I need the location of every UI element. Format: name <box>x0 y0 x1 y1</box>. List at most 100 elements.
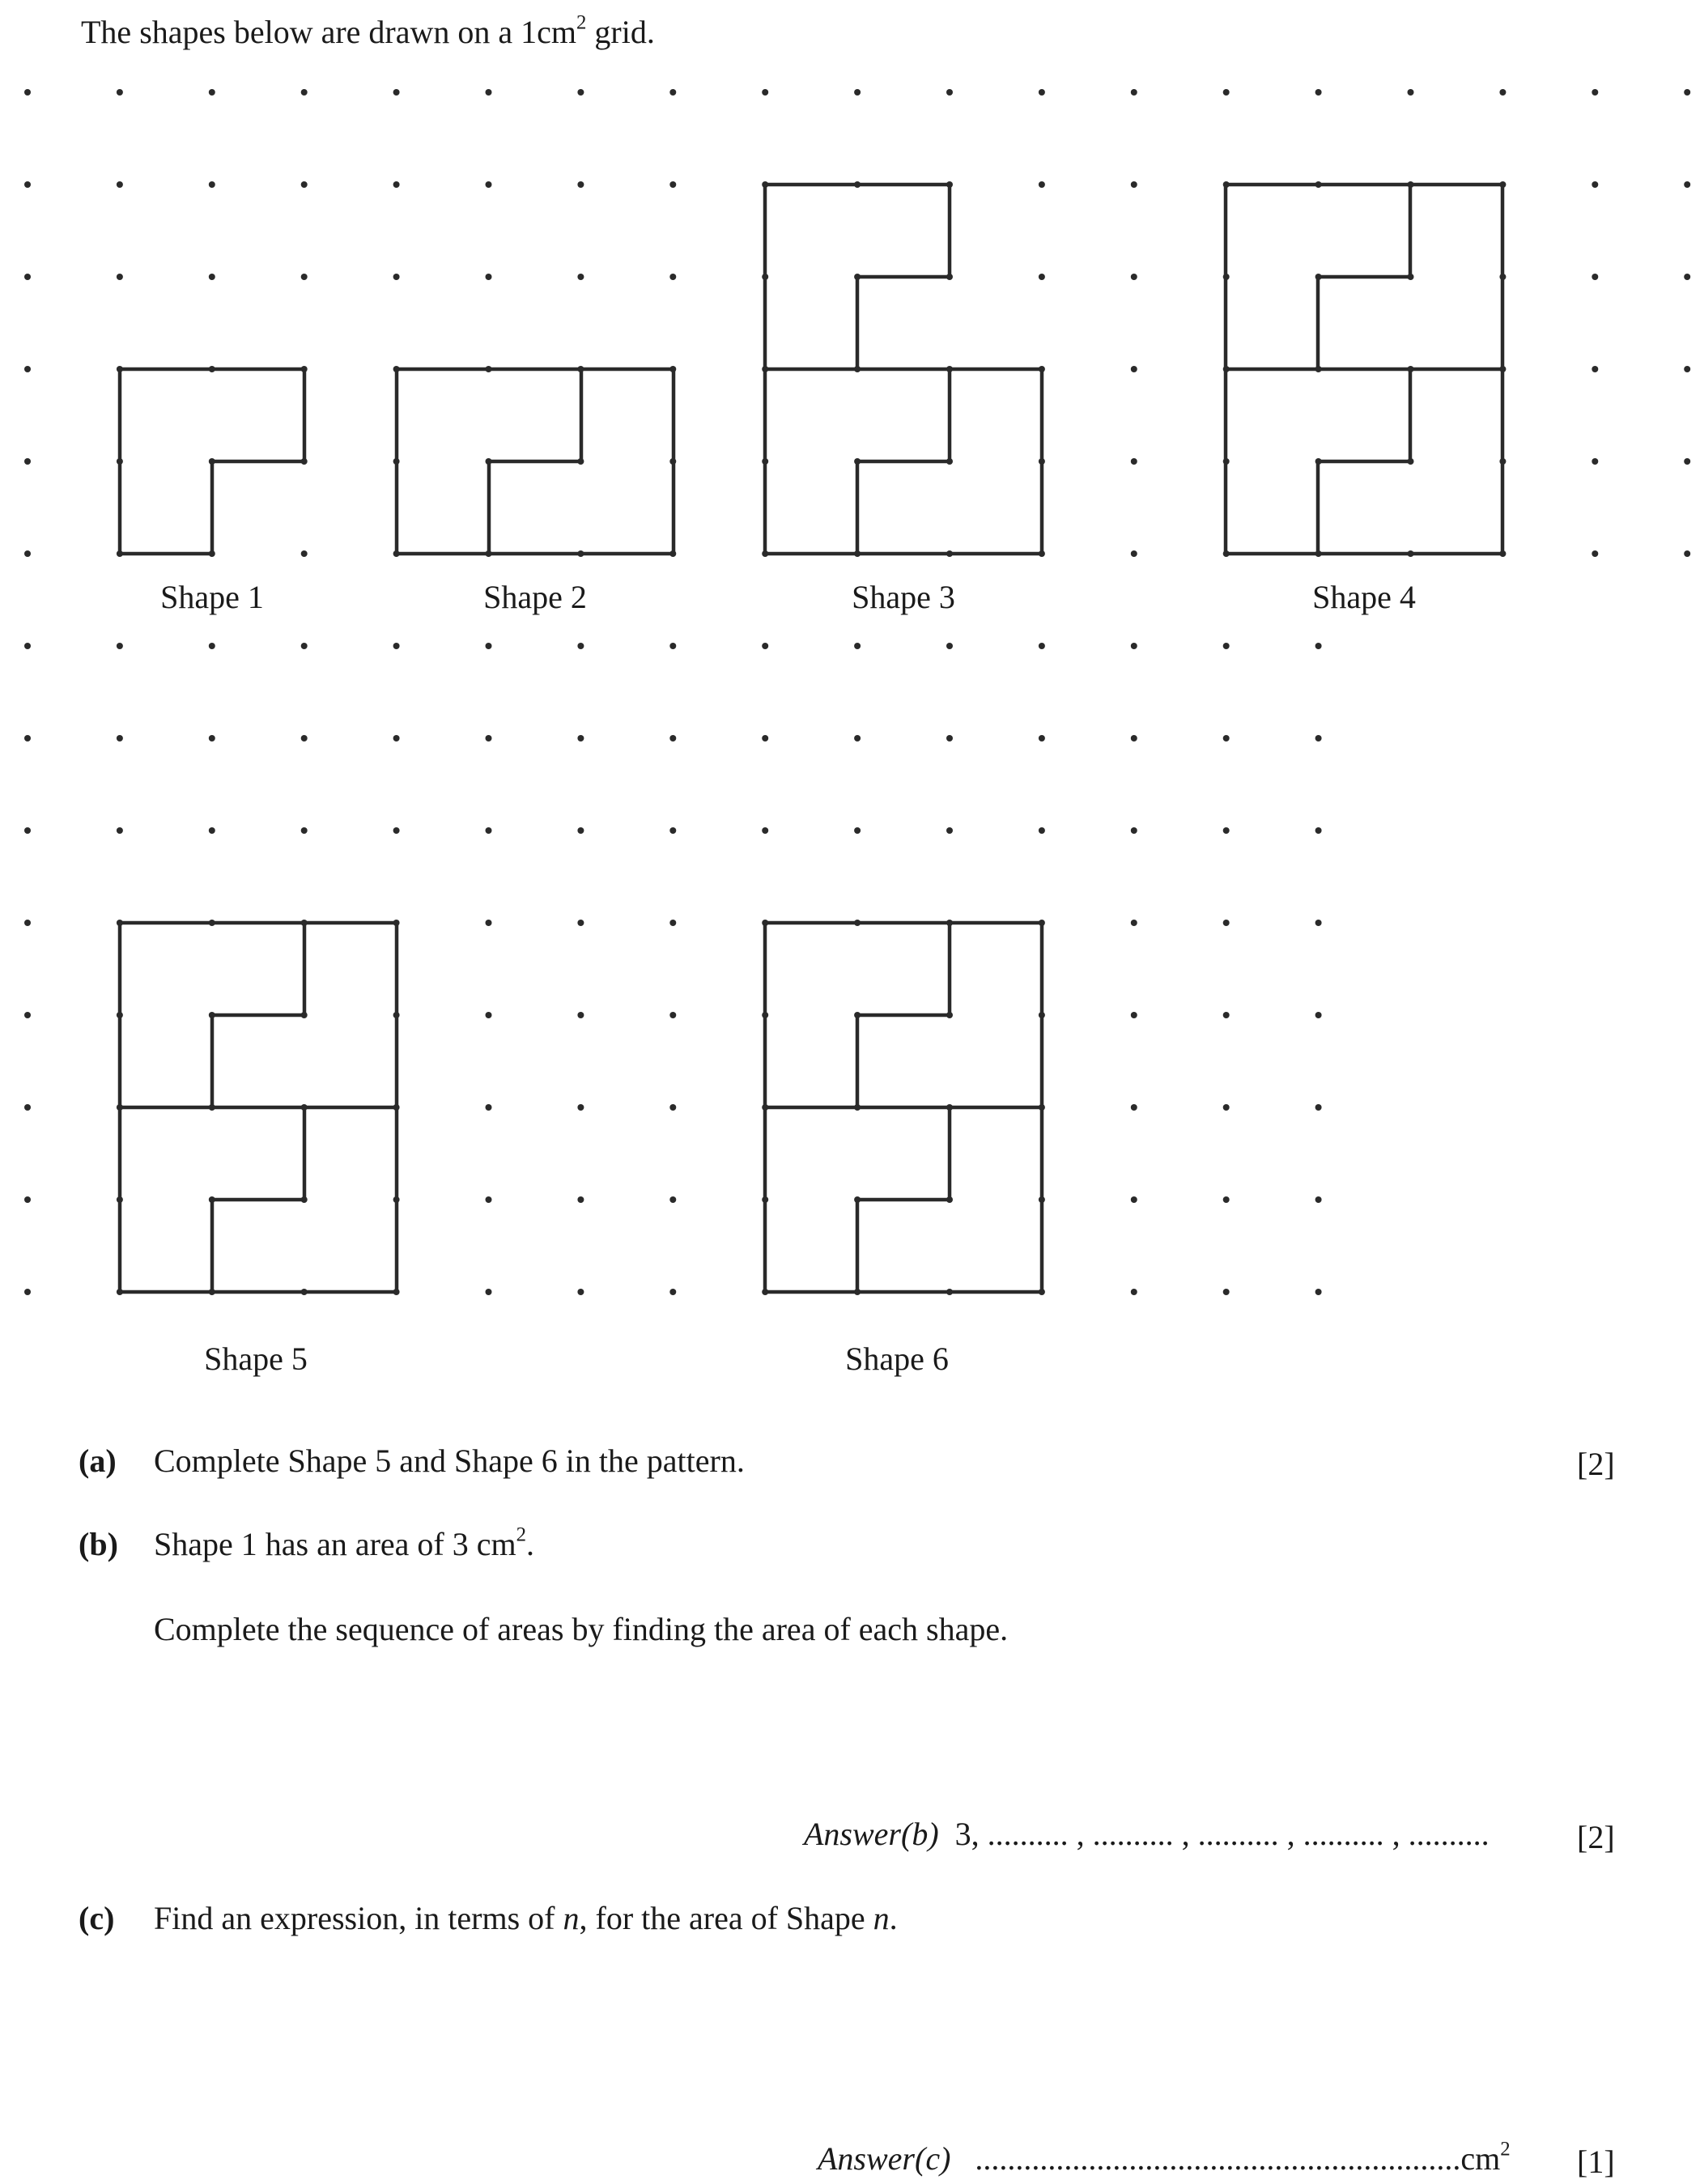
part-c-answer-label: Answer(c) <box>818 2140 951 2177</box>
part-c-letter: (c) <box>79 1900 115 1936</box>
grid-dot <box>1130 458 1137 465</box>
grid-dot <box>393 643 400 649</box>
grid-dot <box>669 1104 677 1111</box>
grid-dot <box>946 89 953 96</box>
grid-dot <box>1592 274 1599 280</box>
part-c-text: Find an expression, in terms of n, for t… <box>154 1902 898 1935</box>
grid-dot <box>1038 274 1045 280</box>
grid-dot <box>1130 827 1137 834</box>
grid-dot <box>1222 920 1230 926</box>
shape-6 <box>763 920 1044 1294</box>
grid-dot <box>1130 1104 1137 1111</box>
grid-dot <box>24 366 31 372</box>
grid-dot <box>669 181 677 188</box>
grid-dot <box>1592 181 1599 188</box>
grid-dot <box>485 1196 492 1203</box>
shape-label-2: Shape 2 <box>483 579 587 615</box>
shape-3-top <box>763 182 952 372</box>
grid-dot <box>1684 181 1691 188</box>
grid-dot <box>1222 735 1230 741</box>
grid-dot <box>669 1196 677 1203</box>
grid-dot <box>24 89 31 96</box>
grid-dot <box>854 89 861 96</box>
grid-dot <box>762 827 769 834</box>
grid-dot <box>300 735 308 741</box>
grid-dot <box>1592 366 1599 372</box>
grid-dot <box>669 1012 677 1018</box>
grid-dot <box>1499 89 1507 96</box>
intro-sup: 2 <box>576 11 587 34</box>
grid-dot <box>669 827 677 834</box>
shape-5 <box>117 920 399 1294</box>
grid-dot <box>1038 827 1045 834</box>
grid-dot <box>1130 550 1137 557</box>
grid-dot <box>577 1012 584 1018</box>
grid-dot <box>485 181 492 188</box>
grid-dot <box>1684 89 1691 96</box>
part-a-text: Complete Shape 5 and Shape 6 in the patt… <box>154 1443 745 1479</box>
grid-dot <box>485 920 492 926</box>
part-b-text-unit: cm <box>468 1526 516 1562</box>
grid-dot <box>393 827 400 834</box>
grid-dot <box>669 274 677 280</box>
grid-dot <box>1222 1104 1230 1111</box>
shape-6-inner-top <box>855 920 952 1110</box>
grid-dot <box>24 827 31 834</box>
grid-dot <box>300 643 308 649</box>
grid-dot <box>669 920 677 926</box>
part-b-instruction: Complete the sequence of areas by findin… <box>154 1611 1009 1647</box>
grid-dot <box>208 274 215 280</box>
grid-dot <box>762 643 769 649</box>
part-b-text-suffix: . <box>526 1526 535 1562</box>
grid-dot <box>24 1012 31 1018</box>
grid-dot <box>669 643 677 649</box>
grid-dot <box>1315 1289 1322 1295</box>
grid-dot <box>762 89 769 96</box>
grid-dot <box>485 827 492 834</box>
grid-dot <box>854 827 861 834</box>
grid-dot <box>1038 643 1045 649</box>
grid-dot <box>300 550 308 557</box>
grid-dot <box>669 1289 677 1295</box>
grid-dot <box>485 274 492 280</box>
grid-dot <box>1130 1012 1137 1018</box>
grid-dot <box>485 89 492 96</box>
grid-dot <box>24 920 31 926</box>
shape-label-5: Shape 5 <box>204 1341 308 1377</box>
dot-grid-figure <box>24 89 1691 1295</box>
grid-dot <box>577 89 584 96</box>
grid-dot <box>1592 89 1599 96</box>
grid-dot <box>485 735 492 741</box>
grid-dot <box>1222 643 1230 649</box>
grid-dot <box>669 735 677 741</box>
grid-dot <box>300 89 308 96</box>
part-c-text-var: n <box>563 1900 580 1936</box>
part-c-answer[interactable]: Answer(c) ..............................… <box>818 2139 1511 2177</box>
grid-dot <box>762 735 769 741</box>
grid-dot <box>208 827 215 834</box>
grid-dot <box>946 735 953 741</box>
shape-4-inner-bottom <box>1315 367 1413 556</box>
grid-dot <box>393 89 400 96</box>
grid-dot <box>1130 920 1137 926</box>
grid-dot <box>1684 458 1691 465</box>
grid-dot <box>1130 89 1137 96</box>
grid-dot <box>1222 89 1230 96</box>
grid-dot <box>1038 735 1045 741</box>
grid-dot <box>1130 181 1137 188</box>
grid-dot <box>208 643 215 649</box>
grid-dot <box>1038 181 1045 188</box>
part-b-answer-value[interactable]: 3, .......... , .......... , .......... … <box>954 1816 1490 1852</box>
grid-dot <box>485 1289 492 1295</box>
grid-dot <box>393 735 400 741</box>
grid-dot <box>24 274 31 280</box>
grid-dot <box>24 550 31 557</box>
part-c-marks: [1] <box>1577 2144 1615 2180</box>
part-b-answer[interactable]: Answer(b) 3, .......... , .......... , .… <box>804 1818 1490 1850</box>
grid-dot <box>1130 274 1137 280</box>
part-c-answer-line[interactable]: ........................................… <box>975 2140 1461 2177</box>
part-b-letter: (b) <box>79 1526 118 1562</box>
grid-dot <box>24 458 31 465</box>
shape-6-inner-bottom <box>855 1105 952 1294</box>
grid-dot <box>24 181 31 188</box>
